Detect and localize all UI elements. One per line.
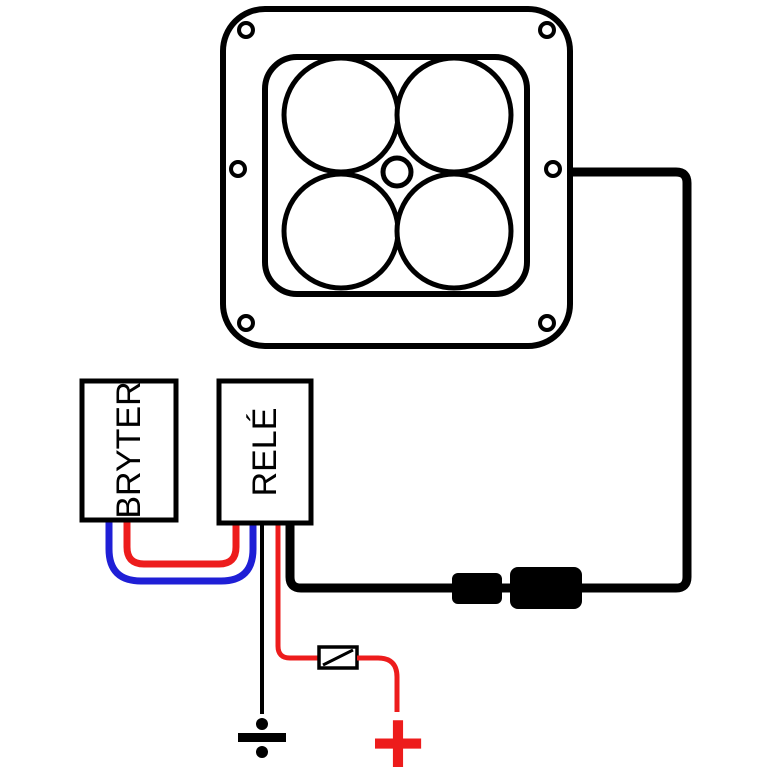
- switch-label: BRYTER: [110, 381, 148, 518]
- ground-bar: [238, 733, 286, 742]
- led-reflector: [281, 55, 401, 175]
- positive-wire-left: [275, 523, 319, 661]
- switch-box-outline: [79, 378, 179, 523]
- led-work-light: [220, 6, 573, 349]
- screw-hole: [237, 314, 255, 332]
- connector-plug: [452, 573, 502, 604]
- switch-wire-blue: [105, 521, 257, 585]
- wire-connector: [452, 567, 582, 609]
- ground-dot-bottom: [256, 746, 268, 758]
- led-reflector: [394, 171, 514, 291]
- ground-symbol: [238, 718, 286, 758]
- fuse-element: [322, 648, 354, 667]
- relay-box-outline: [216, 378, 314, 526]
- ground-dot-top: [256, 718, 268, 730]
- plus-symbol: +: [371, 692, 425, 768]
- main-power-wire: [285, 167, 692, 593]
- screw-hole: [544, 160, 562, 178]
- screw-hole: [538, 314, 556, 332]
- positive-wire-right: [357, 655, 400, 712]
- led-reflector: [394, 55, 514, 175]
- switch-box: BRYTER: [79, 378, 179, 523]
- screw-hole: [237, 21, 255, 39]
- switch-wire-red: [123, 521, 240, 568]
- center-screw: [380, 155, 414, 189]
- fuse: [317, 645, 359, 670]
- relay-label: RELÉ: [246, 408, 284, 497]
- screw-hole: [538, 21, 556, 39]
- led-reflector: [281, 171, 401, 291]
- connector-socket: [510, 567, 582, 609]
- screw-hole: [229, 160, 247, 178]
- relay-box: RELÉ: [216, 378, 314, 526]
